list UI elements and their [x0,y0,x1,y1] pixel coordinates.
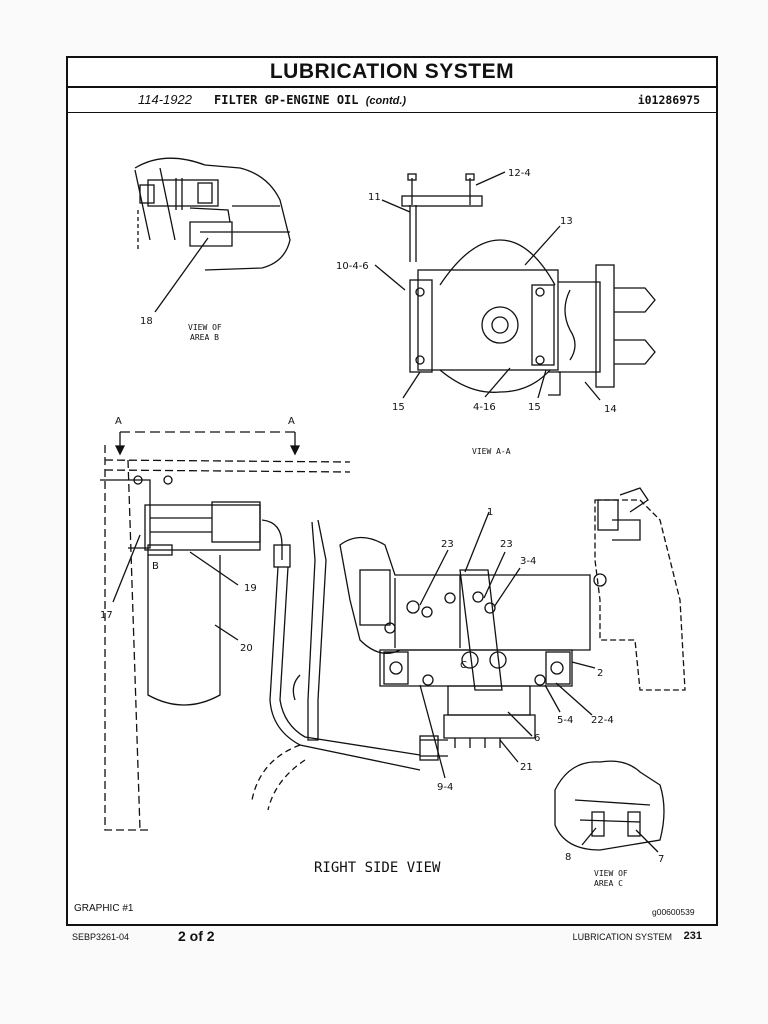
callout-19: 19 [244,583,257,594]
view-area-b-line1: VIEW OF [188,323,222,332]
callout-23-right: 23 [500,539,513,550]
callout-labels: 12-4 11 13 10-4-6 15 4-16 15 14 18 VIEW … [74,168,695,917]
group-name-wrap: FILTER GP-ENGINE OIL (contd.) [214,88,406,113]
part-number: 114-1922 [138,92,192,107]
callout-18: 18 [140,316,153,327]
footer-section: LUBRICATION SYSTEM [572,932,672,942]
detail-area-b [134,157,291,313]
callout-9-4: 9-4 [437,782,453,793]
callout-11: 11 [368,192,381,203]
view-area-b-line2: AREA B [190,333,219,342]
callout-1: 1 [487,507,493,518]
callout-2: 2 [597,668,603,679]
callout-5-4: 5-4 [557,715,573,726]
callout-21: 21 [520,762,533,773]
right-side-view [100,431,686,831]
footer-doc-id: SEBP3261-04 [72,932,130,942]
view-area-c-line1: VIEW OF [594,869,628,878]
callout-4-16: 4-16 [473,402,496,413]
detail-marker-c: C [460,660,467,671]
view-area-c-line2: AREA C [594,879,623,888]
callout-23-left: 23 [441,539,454,550]
callout-15-right: 15 [528,402,541,413]
callout-14: 14 [604,404,617,415]
callout-12-4: 12-4 [508,168,531,179]
graphic-label: GRAPHIC #1 [74,903,134,914]
callout-22-4: 22-4 [591,715,614,726]
group-name: FILTER GP-ENGINE OIL [214,93,359,107]
illustration-id: i01286975 [637,93,700,107]
callout-8: 8 [565,852,571,863]
callout-6: 6 [534,733,540,744]
graphic-id: g00600539 [652,907,695,917]
detail-marker-b: B [152,561,159,572]
view-a-a-label: VIEW A-A [472,447,511,456]
footer-page-number: 231 [683,930,702,942]
footer-page-of: 2 of 2 [178,928,215,944]
right-side-view-label: RIGHT SIDE VIEW [314,860,441,876]
callout-7: 7 [658,854,664,865]
section-marker-a-right: A [288,416,295,427]
continued-label: (contd.) [365,95,407,107]
detail-area-c [554,760,665,853]
view-a-a [374,171,656,401]
callout-17: 17 [100,610,113,621]
diagram-frame: LUBRICATION SYSTEM 114-1922 FILTER GP-EN… [66,56,718,926]
callout-15-left: 15 [392,402,405,413]
callout-20: 20 [240,643,253,654]
callout-10-4-6: 10-4-6 [336,261,369,272]
section-marker-a-left: A [115,416,122,427]
callout-3-4: 3-4 [520,556,536,567]
page-title: LUBRICATION SYSTEM [68,58,716,88]
subtitle-bar: 114-1922 FILTER GP-ENGINE OIL (contd.) i… [68,88,716,113]
callout-13: 13 [560,216,573,227]
